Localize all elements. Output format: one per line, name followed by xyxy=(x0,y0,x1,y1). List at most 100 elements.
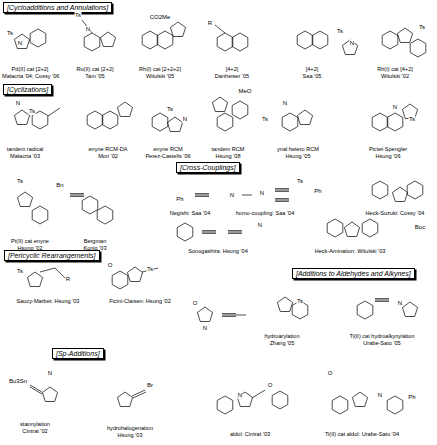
reaction-caption: Heck-Suzuki: Cossy '04 xyxy=(366,210,425,217)
reaction-caption: aldol: Cintrat '03 xyxy=(230,431,270,438)
reaction-caption: enyne RCM xyxy=(153,146,183,153)
reaction-caption: Witulski '02 xyxy=(381,73,409,80)
atom-label: O xyxy=(107,262,113,269)
reaction-caption: Negishi: Saa '04 xyxy=(170,210,211,217)
reaction-caption: Perez-Castells '06 xyxy=(145,153,190,160)
reaction-caption: Bergman xyxy=(84,238,107,245)
atom-label: Br xyxy=(147,382,154,389)
atom-label: N xyxy=(182,116,187,123)
atom-label: R xyxy=(65,276,70,283)
header-text: [Cycloadditions and Annulations] xyxy=(7,4,108,11)
atom-label: N xyxy=(377,392,382,399)
reaction-caption: Ru(II) cat [2+2] xyxy=(76,66,113,73)
atom-label: Ts xyxy=(167,106,174,113)
section-header: [Additions to Aldehydes and Alkynes] xyxy=(292,268,415,279)
atom-label: Ts xyxy=(419,24,426,31)
atom-label: Ts xyxy=(75,12,82,19)
section-header: [Cyclizations] xyxy=(3,84,52,95)
reaction-caption: Malacria '04; Cossy '06 xyxy=(2,73,59,80)
reaction-caption: Sonogashira: Hsung '04 xyxy=(188,248,248,255)
atom-label: N xyxy=(47,370,52,377)
reaction-caption: [4+2] xyxy=(226,66,239,73)
header-text: [Additions to Aldehydes and Alkynes] xyxy=(296,270,411,277)
atom-label: N xyxy=(85,26,90,33)
reaction-caption: tandem RCM xyxy=(212,146,245,153)
atom-label: Bu3Sn xyxy=(8,378,27,385)
atom-label: CO2Me xyxy=(149,14,171,21)
atom-label: N xyxy=(397,300,402,307)
header-text: [Cyclizations] xyxy=(7,86,48,93)
atom-label: N xyxy=(282,100,287,107)
reaction-caption: Hsung '06 xyxy=(375,153,400,160)
section-header: [Pericyclic Rearrangements] xyxy=(4,250,100,261)
section-header: [Cycloadditions and Annulations] xyxy=(3,2,112,13)
atom-label: Ts xyxy=(7,30,14,37)
reaction-caption: enyne RCM-DA xyxy=(88,146,127,153)
atom-label: Ts xyxy=(147,266,154,273)
atom-label: MeO xyxy=(238,88,252,95)
reaction-caption: tandem radical xyxy=(7,146,44,153)
atom-label: Ts xyxy=(29,108,36,115)
atom-label: R xyxy=(207,20,212,27)
atom-label: N xyxy=(392,104,397,111)
atom-label: Ts xyxy=(17,268,24,275)
atom-label: Ts xyxy=(262,116,269,123)
reaction-caption: Danheiser '05 xyxy=(215,73,249,80)
header-text: [Cross-Couplings] xyxy=(180,164,236,171)
reaction-caption: Urabe-Sato '05 xyxy=(363,340,400,347)
reaction-caption: Pd(II) cat [2+2] xyxy=(12,66,49,73)
header-text: [Sp-Additions] xyxy=(56,350,100,357)
atom-label: O xyxy=(267,382,273,389)
atom-label: Ph xyxy=(408,394,416,401)
reaction-caption: Cintrat '02 xyxy=(22,428,47,435)
atom-label: Ts xyxy=(297,298,304,305)
reaction-caption: Zhang '05 xyxy=(270,340,295,347)
reaction-caption: Rh(I) cat [4+2] xyxy=(377,66,413,73)
atom-label: N xyxy=(237,392,242,399)
reaction-caption: Rh(I) cat [2+2+2] xyxy=(139,66,181,73)
reaction-caption: Mori '02 xyxy=(98,153,118,160)
atom-label: N xyxy=(229,192,234,199)
reaction-caption: Witulski '05 xyxy=(146,73,174,80)
atom-label: N xyxy=(17,40,22,47)
atom-label: Ts xyxy=(337,28,344,35)
reaction-caption: Pictet-Spengler xyxy=(369,146,407,153)
reaction-caption: hydrohalogenation xyxy=(107,425,153,432)
atom-label: N xyxy=(349,40,354,47)
reaction-caption: Ficini-Claisen: Hsung '02 xyxy=(109,298,171,305)
atom-label: Bn xyxy=(56,182,64,189)
atom-label: O xyxy=(192,300,198,307)
atom-label: O xyxy=(327,370,333,377)
reaction-caption: Hsung '02 xyxy=(17,245,42,252)
atom-label: Ph xyxy=(314,188,322,195)
reaction-caption: Hsung '03 xyxy=(117,432,142,439)
reaction-caption: Malacria '03 xyxy=(10,153,40,160)
reaction-caption: Heck-Amination: Witulski '03 xyxy=(315,248,386,255)
atom-label: Boc xyxy=(414,224,425,231)
reaction-caption: Pt(II) cat enyne xyxy=(11,238,49,245)
reaction-caption: Ti(II) cat hydroalkynylation xyxy=(349,333,414,340)
atom-label: N xyxy=(257,222,262,229)
reaction-caption: Ti(II) cat aldol: Urabe-Sato '04 xyxy=(325,431,399,438)
atom-label: N xyxy=(15,100,20,107)
reaction-caption: Tam '05 xyxy=(85,73,104,80)
reaction-caption: homo-coupling: Saa '04 xyxy=(236,210,295,217)
atom-label: Ts xyxy=(17,178,24,185)
atom-label: Ts xyxy=(409,116,416,123)
reaction-caption: Hsung '05 xyxy=(285,153,310,160)
reaction-caption: Saucy-Marbet: Hsung '03 xyxy=(17,298,80,305)
reaction-caption: hydroarylation xyxy=(264,333,299,340)
reaction-caption: ynal hetero RCM xyxy=(277,146,319,153)
atom-label: Ph xyxy=(176,196,184,203)
atom-label: N xyxy=(259,190,264,197)
reaction-caption: stannylation xyxy=(20,421,50,428)
header-text: [Pericyclic Rearrangements] xyxy=(8,252,96,259)
section-header: [Cross-Couplings] xyxy=(176,162,240,173)
atom-label: N xyxy=(202,325,207,332)
atom-label: Ts xyxy=(297,178,304,185)
reaction-caption: Hsung '08 xyxy=(215,153,240,160)
section-header: [Sp-Additions] xyxy=(52,348,104,359)
reaction-caption: Saa '05 xyxy=(303,73,322,80)
